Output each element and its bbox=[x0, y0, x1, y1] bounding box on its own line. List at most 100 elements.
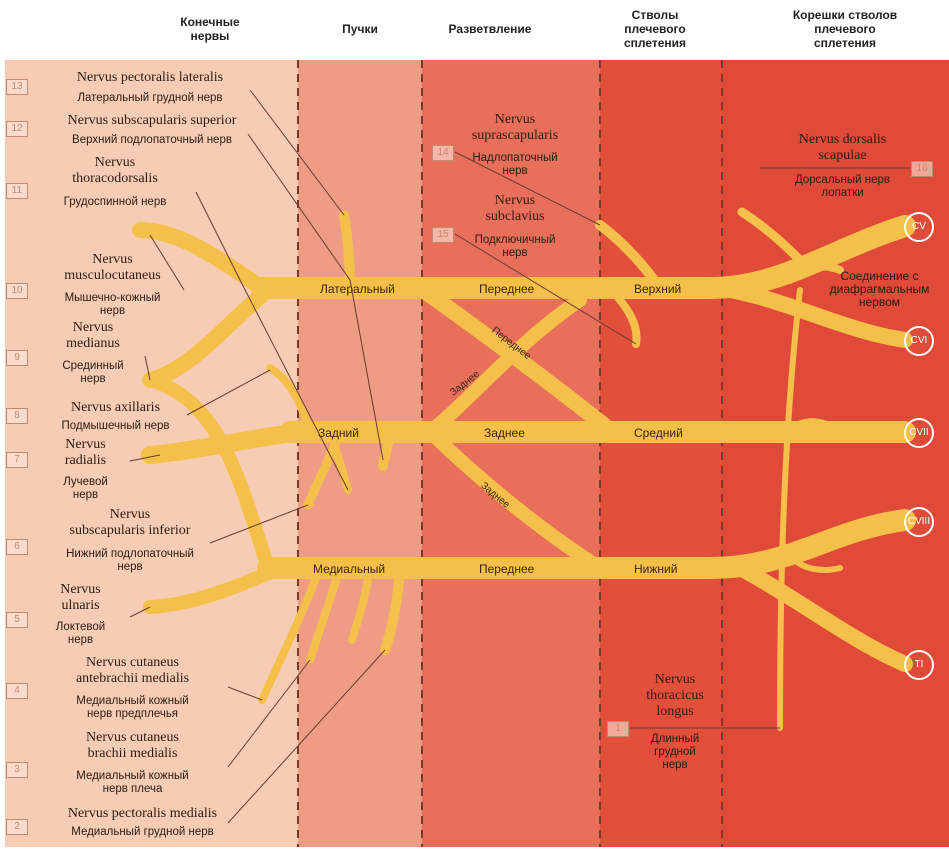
nerve-3-ru: Медиальный кожный нерв плеча bbox=[76, 770, 189, 795]
pectoralis-medialis-branch bbox=[380, 563, 405, 655]
nerve-7-ru: Лучевой нерв bbox=[63, 476, 108, 501]
zone-trunks bbox=[600, 60, 722, 847]
segment-posterior-mid: Заднее bbox=[484, 426, 525, 440]
nerve-16-number: 16 bbox=[911, 161, 933, 177]
radialis-branch bbox=[141, 423, 309, 464]
segment-middle: Средний bbox=[634, 426, 683, 440]
nerve-16-latin: Nervus dorsalis scapulae bbox=[798, 132, 887, 163]
thoracicus-longus-branch bbox=[777, 287, 803, 731]
nerve-8-ru: Подмышечный нерв bbox=[61, 420, 170, 432]
nerve-9-ru: Срединный нерв bbox=[62, 360, 124, 385]
nerve-14-number: 14 bbox=[432, 145, 454, 161]
nerve-12-ru: Верхний подлопаточный нерв bbox=[72, 134, 232, 146]
lower-trunk bbox=[257, 509, 916, 579]
thoracicus-root-1 bbox=[787, 418, 843, 435]
nerve-13-ru: Латеральный грудной нерв bbox=[77, 92, 223, 104]
root-cv: CV bbox=[904, 212, 934, 242]
nerve-11-latin: Nervus thoracodorsalis bbox=[72, 155, 158, 186]
nerve-8-number: 8 bbox=[6, 408, 28, 424]
nerve-13-latin: Nervus pectoralis lateralis bbox=[76, 70, 224, 85]
subscapularis-inferior-branch bbox=[303, 427, 345, 510]
nerve-1-ru: Длинный грудной нерв bbox=[650, 733, 700, 771]
nerve-10-ru: Мышечно-кожный нерв bbox=[64, 292, 161, 317]
nerve-3-latin: Nervus cutaneus brachii medialis bbox=[86, 730, 179, 761]
nerve-6-latin: Nervus subscapularis inferior bbox=[69, 507, 191, 538]
header-branching: Разветвление bbox=[448, 22, 532, 36]
segment-anterior-bottom: Переднее bbox=[479, 562, 535, 576]
cutaneus-brachii-branch bbox=[306, 564, 344, 664]
segment-anterior-top: Переднее bbox=[479, 282, 535, 296]
nerve-1-number: 1 bbox=[607, 721, 629, 737]
lateral-to-median bbox=[142, 280, 278, 388]
root-cvi: CVI bbox=[904, 326, 934, 356]
header-bundles: Пучки bbox=[342, 22, 378, 36]
nerve-15-ru: Подключичный нерв bbox=[474, 234, 556, 259]
ulnaris-branch bbox=[143, 561, 287, 614]
leader-lines bbox=[129, 89, 910, 824]
root-cvii: CVII bbox=[904, 418, 934, 448]
phrenic-connection bbox=[786, 262, 844, 284]
posterior-diag2-branch bbox=[423, 425, 607, 575]
nerve-7-latin: Nervus radialis bbox=[64, 437, 107, 468]
anterior-diag-branch bbox=[412, 280, 618, 438]
nerve-9-number: 9 bbox=[6, 350, 28, 366]
nerve-1-latin: Nervus thoracicus longus bbox=[646, 672, 704, 719]
nerve-5-ru: Локтевой нерв bbox=[55, 621, 106, 646]
nerve-6-number: 6 bbox=[6, 539, 28, 555]
nerve-11-number: 11 bbox=[6, 183, 28, 199]
nerve-6-ru: Нижний подлопаточный нерв bbox=[66, 548, 194, 573]
nerve-2-latin: Nervus pectoralis medialis bbox=[67, 806, 218, 821]
nerve-2-ru: Медиальный грудной нерв bbox=[71, 826, 214, 838]
nerve-2-number: 2 bbox=[6, 819, 28, 835]
nerve-3-number: 3 bbox=[6, 762, 28, 778]
zone-dividers bbox=[297, 60, 723, 847]
nerve-paths bbox=[132, 207, 916, 731]
nerve-12-number: 12 bbox=[6, 121, 28, 137]
thoracodorsalis-branch bbox=[326, 428, 352, 494]
nerve-15-number: 15 bbox=[432, 227, 454, 243]
cutaneus-antebrachii-branch bbox=[258, 564, 324, 704]
header-roots: Корешки стволов плечевого сплетения bbox=[792, 8, 898, 50]
zone-bundles bbox=[298, 60, 422, 847]
subscapularis-superior-branch bbox=[378, 427, 395, 471]
nerve-7-number: 7 bbox=[6, 452, 28, 468]
header-trunks: Стволы плечевого сплетения bbox=[623, 8, 687, 50]
nerve-14-ru: Надлопаточный нерв bbox=[472, 152, 558, 177]
nerve-4-number: 4 bbox=[6, 683, 28, 699]
upper-root-cvi bbox=[712, 280, 913, 348]
root-ti: TI bbox=[904, 650, 934, 680]
suprascapularis-branch bbox=[595, 220, 665, 293]
root-cviii: CVIII bbox=[904, 507, 934, 537]
header-terminal-nerves: Конечные нервы bbox=[180, 15, 240, 43]
nerve-16-ru: Дорсальный нерв лопатки bbox=[794, 174, 891, 199]
nerve-15-latin: Nervus subclavius bbox=[485, 193, 545, 224]
subclavius-branch bbox=[606, 284, 641, 348]
medial-extra-branch bbox=[348, 564, 374, 644]
segment-medial: Медиальный bbox=[313, 562, 386, 576]
phrenic-connection-label: Соединение с диафрагмальным нервом bbox=[829, 269, 930, 309]
segment-lower: Нижний bbox=[634, 562, 678, 576]
posterior-diag-branch bbox=[423, 293, 587, 439]
nerve-9-latin: Nervus medianus bbox=[66, 320, 120, 351]
nerve-10-number: 10 bbox=[6, 283, 28, 299]
segment-lateral: Латеральный bbox=[320, 282, 395, 296]
musculocutaneus-branch bbox=[132, 222, 270, 296]
nerve-14-latin: Nervus suprascapularis bbox=[471, 112, 559, 143]
nerve-4-ru: Медиальный кожный нерв предплечья bbox=[76, 695, 189, 720]
zone-roots bbox=[722, 60, 949, 847]
segment-posterior-cord: Задний bbox=[318, 426, 359, 440]
dorsalis-scapulae-branch bbox=[737, 207, 815, 275]
segment-upper: Верхний bbox=[634, 282, 682, 296]
nerve-5-latin: Nervus ulnaris bbox=[60, 582, 101, 613]
nerve-13-number: 13 bbox=[6, 79, 28, 95]
nerve-8-latin: Nervus axillaris bbox=[70, 400, 161, 415]
axillaris-branch bbox=[266, 364, 314, 436]
nerve-5-number: 5 bbox=[6, 612, 28, 628]
nerve-11-ru: Грудоспинной нерв bbox=[63, 196, 167, 208]
thoracicus-root-2 bbox=[792, 557, 843, 573]
pectoralis-lateral-branch bbox=[339, 210, 355, 293]
nerve-4-latin: Nervus cutaneus antebrachii medialis bbox=[75, 655, 190, 686]
nerve-12-latin: Nervus subscapularis superior bbox=[67, 113, 237, 128]
